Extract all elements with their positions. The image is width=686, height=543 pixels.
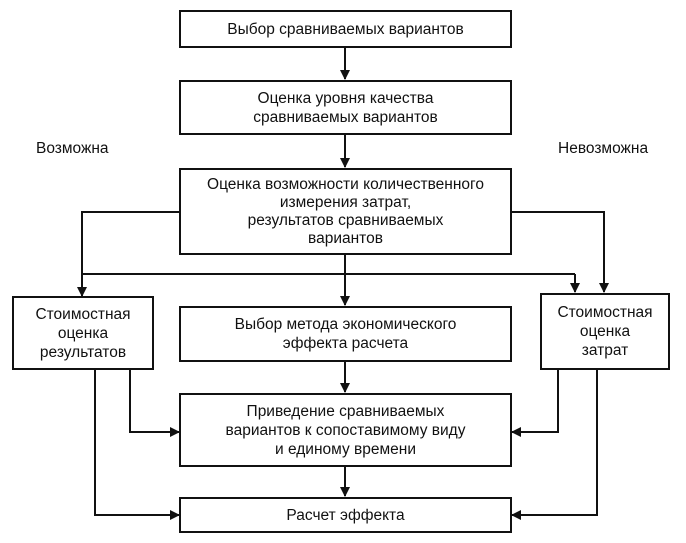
label-impossible: Невозможна <box>558 140 649 157</box>
arrow-quant-to-cost-results <box>77 211 180 297</box>
arrow-cost-results-to-bring <box>129 370 180 437</box>
label-possible: Возможна <box>36 140 109 157</box>
box-calc-effect: Расчет эффекта <box>179 497 512 533</box>
arrow-cost-results-to-calc <box>94 370 180 520</box>
box-select-variants: Выбор сравниваемых вариантов <box>179 10 512 48</box>
arrow-cost-expenses-to-calc <box>511 370 598 520</box>
box-bring-to-comparable: Приведение сравниваемых вариантов к сопо… <box>179 393 512 467</box>
box-method-selection: Выбор метода экономического эффекта расч… <box>179 306 512 362</box>
arrow-cost-expenses-to-bring <box>511 370 559 437</box>
box-cost-expenses: Стоимостная оценка затрат <box>540 293 670 370</box>
box-quantitative-assessment: Оценка возможности количественного измер… <box>179 168 512 255</box>
box-cost-results: Стоимостная оценка результатов <box>12 296 154 370</box>
arrow-quant-to-cost-expenses <box>510 211 609 293</box>
box-quality-assessment: Оценка уровня качества сравниваемых вари… <box>179 80 512 135</box>
